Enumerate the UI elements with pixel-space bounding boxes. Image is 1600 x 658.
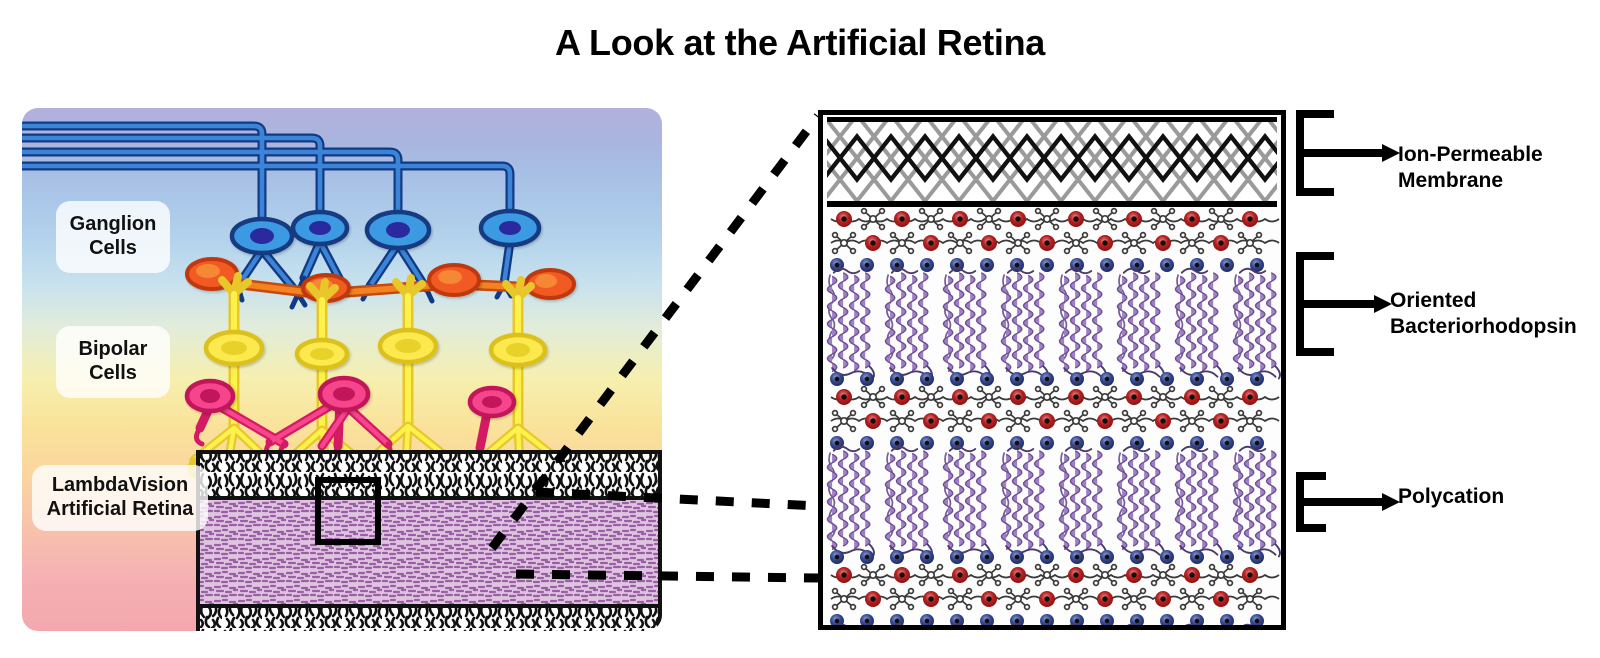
polycation-band — [830, 207, 1280, 255]
negative-charge-row — [830, 550, 1264, 564]
page-title: A Look at the Artificial Retina — [554, 22, 1046, 63]
negative-charge-row — [830, 372, 1264, 386]
label-lambdavision-artificial-retina: LambdaVision Artificial Retina — [32, 465, 208, 531]
molecular-stack-panel — [818, 110, 1286, 630]
ganglion-axon-bundle — [22, 121, 515, 231]
ganglion-label-line2: Cells — [89, 237, 137, 259]
bracket-oriented-bacteriorhodopsin — [1296, 252, 1392, 356]
magnified-region-box — [315, 477, 381, 545]
negative-charge-row — [830, 436, 1264, 450]
polycation-callout-line1: Polycation — [1398, 485, 1505, 508]
membrane-callout-line1: Ion-Permeable — [1398, 143, 1543, 166]
ion-permeable-membrane-mesh — [827, 117, 1277, 207]
membrane-callout-line2: Membrane — [1398, 169, 1504, 193]
retina-illustration — [22, 121, 662, 631]
br-callout-line1: Oriented — [1390, 289, 1477, 312]
device-label-line2: Artificial Retina — [46, 498, 194, 520]
callout-label-ion-permeable-membrane: Ion-Permeable Membrane — [1398, 142, 1598, 195]
callout-label-oriented-bacteriorhodopsin: Oriented Bacteriorhodopsin — [1390, 288, 1600, 341]
bipolar-label-line1: Bipolar — [78, 338, 148, 361]
ganglion-label-line1: Ganglion — [69, 213, 157, 236]
device-label-line1: LambdaVision — [51, 474, 189, 497]
bipolar-label-line2: Cells — [89, 362, 137, 384]
label-ganglion-cells: Ganglion Cells — [56, 201, 170, 273]
negative-charge-row — [830, 258, 1264, 272]
callout-label-polycation: Polycation — [1398, 484, 1588, 510]
bracket-ion-permeable-membrane — [1296, 110, 1400, 196]
retina-cross-section-panel: Ganglion Cells Bipolar Cells LambdaVisio… — [22, 108, 662, 631]
br-callout-line2: Bacteriorhodopsin — [1390, 315, 1577, 339]
photoreceptor-cell-layer — [184, 375, 517, 465]
label-bipolar-cells: Bipolar Cells — [56, 326, 170, 398]
bracket-polycation — [1296, 472, 1400, 532]
ganglion-cell-bodies — [229, 208, 542, 256]
polycation-band — [830, 563, 1280, 611]
negative-charge-row — [830, 614, 1264, 625]
polycation-band — [830, 385, 1280, 433]
molecular-layer-group — [826, 207, 1281, 625]
molecular-stack-illustration — [823, 115, 1281, 625]
